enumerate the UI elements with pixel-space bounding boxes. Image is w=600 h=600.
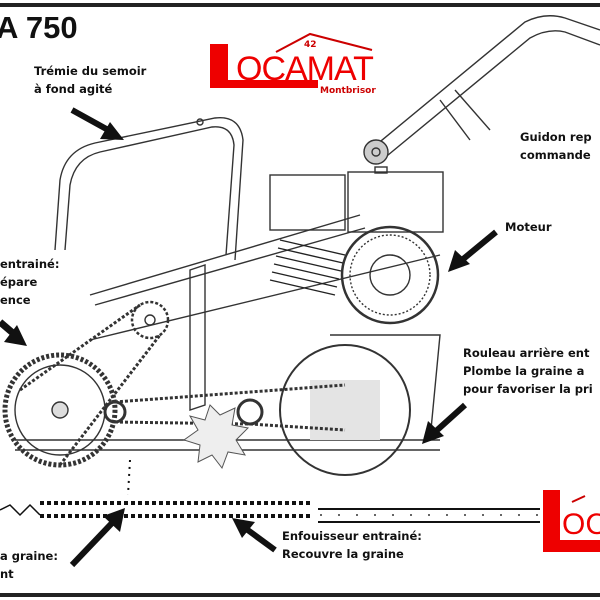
ground-line xyxy=(0,503,41,517)
label-line: entrainé: xyxy=(0,257,60,271)
buryer-star xyxy=(182,404,250,470)
model-title: A 750 xyxy=(0,10,78,45)
arrow-rouleau-icon xyxy=(422,402,468,444)
label-line: Recouvre la graine xyxy=(282,547,404,561)
arrow-enfouisseur-icon xyxy=(232,518,277,553)
drive-chain xyxy=(19,303,346,466)
bottom-border xyxy=(0,593,600,597)
label-line: commande xyxy=(520,148,591,162)
label-line: ence xyxy=(0,293,31,307)
label-line: Guidon rep xyxy=(520,130,592,144)
logo-city: Montbrisor xyxy=(320,86,376,96)
fuel-tank xyxy=(269,174,346,231)
rear-roller xyxy=(279,344,411,476)
arrows xyxy=(0,107,498,568)
locamat-logo-mark xyxy=(210,32,373,88)
handle-pivot xyxy=(363,139,389,165)
label-rouleau: Rouleau arrière ent Plombe la graine a p… xyxy=(463,344,593,398)
label-tremie: Trémie du semoir à fond agité xyxy=(34,62,146,98)
logo-secondary-word: OC xyxy=(562,508,600,541)
label-guidon: Guidon rep commande xyxy=(520,128,592,164)
label-line: Plombe la graine a xyxy=(463,364,585,378)
label-line: à fond agité xyxy=(34,82,113,96)
label-line: pour favoriser la pri xyxy=(463,382,593,396)
sprocket xyxy=(130,300,170,340)
handle-bar xyxy=(369,15,600,161)
label-line: nt xyxy=(0,567,14,581)
arrow-moteur-icon xyxy=(448,229,498,272)
locamat-logo-mark-secondary xyxy=(543,490,600,552)
top-border xyxy=(0,3,600,7)
flywheel xyxy=(340,225,440,325)
label-front-roller: entrainé: épare ence xyxy=(0,255,59,309)
label-line: épare xyxy=(0,275,38,289)
label-graine: a graine: nt xyxy=(0,547,58,583)
label-line: Rouleau arrière ent xyxy=(463,346,590,360)
label-line: Enfouisseur entrainé: xyxy=(282,529,422,543)
engine-cylinder xyxy=(269,239,346,296)
label-line: a graine: xyxy=(0,549,58,563)
logo-word: OCAMAT xyxy=(236,50,374,88)
label-line: Moteur xyxy=(505,220,552,234)
label-line: Trémie du semoir xyxy=(34,64,147,78)
arrow-tremie-icon xyxy=(70,107,124,140)
hopper-frame xyxy=(54,116,244,261)
air-filter xyxy=(347,171,444,233)
label-moteur: Moteur xyxy=(505,218,552,236)
logo-number: 42 xyxy=(304,40,317,50)
arrow-front-icon xyxy=(0,319,27,346)
arrow-graine-icon xyxy=(69,508,125,568)
label-enfouisseur: Enfouisseur entrainé: Recouvre la graine xyxy=(282,527,422,563)
